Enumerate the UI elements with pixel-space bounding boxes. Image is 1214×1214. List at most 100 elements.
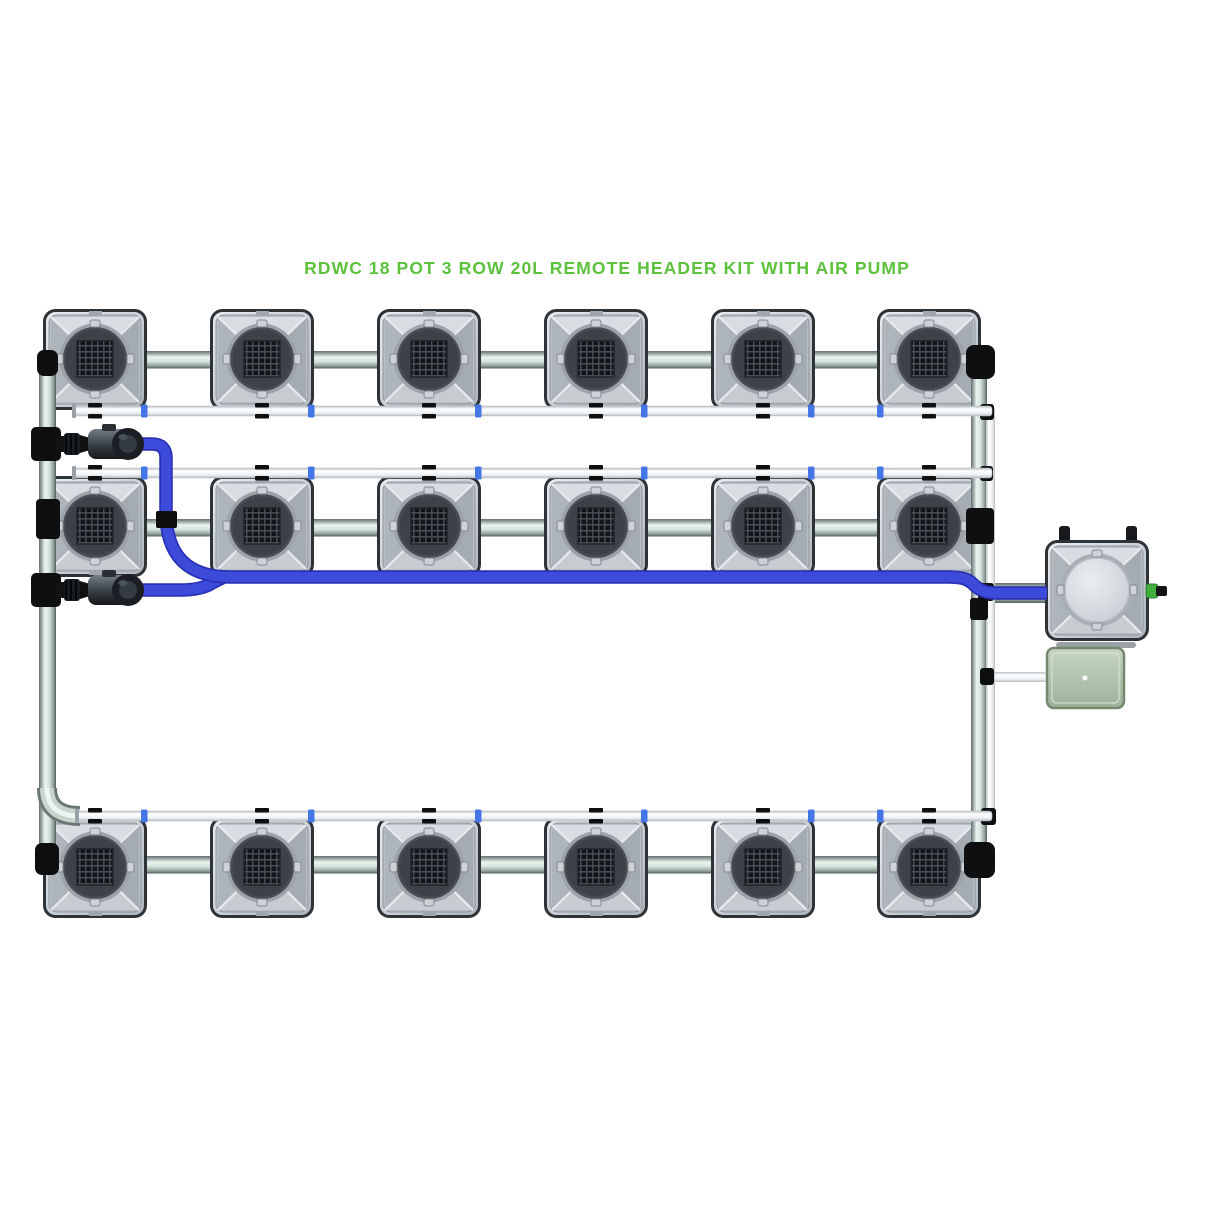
- delivery-tubing-layer: [140, 437, 1047, 600]
- manifold-coupler: [877, 466, 884, 480]
- pot-air-clip: [922, 403, 936, 408]
- manifold-end-cap: [72, 466, 76, 480]
- manifold-coupler: [308, 809, 315, 823]
- pot-air-clip: [756, 414, 770, 419]
- header-tank: [1045, 526, 1167, 648]
- pot-row3-col5: [711, 817, 815, 918]
- pot-air-clip: [88, 465, 102, 470]
- vessels-layer: [43, 309, 1167, 918]
- pot-row1-col1: [43, 309, 147, 410]
- pot-air-clip: [922, 465, 936, 470]
- pot-row2-col2: [210, 476, 314, 577]
- air-pump-line: [989, 672, 1047, 682]
- pump2-delivery-tube-core: [140, 572, 227, 595]
- elbow-fitting: [964, 842, 995, 878]
- manifold-coupler: [475, 809, 482, 823]
- return-pipes-layer: [48, 351, 1048, 874]
- return-pipe-row-3: [48, 856, 980, 874]
- pot-row1-col4: [544, 309, 648, 410]
- pot-row2-col3: [377, 476, 481, 577]
- pot-air-clip: [255, 819, 269, 824]
- pot-row2-col4: [544, 476, 648, 577]
- air-manifold-row-3: [76, 810, 993, 822]
- air-line-tee: [980, 668, 994, 685]
- pot-air-clip: [255, 403, 269, 408]
- manifold-coupler: [877, 404, 884, 418]
- pot-row3-col3: [377, 817, 481, 918]
- pot-row3-col1: [43, 817, 147, 918]
- pot-air-clip: [756, 465, 770, 470]
- pot-air-clip: [88, 819, 102, 824]
- tank-fitting-tip: [1156, 586, 1167, 596]
- air-manifold-row-2: [73, 467, 993, 479]
- pot-air-clip: [422, 414, 436, 419]
- pot-air-clip: [756, 476, 770, 481]
- pot-air-clip: [255, 476, 269, 481]
- tank-base-shadow: [1056, 642, 1136, 648]
- pot-row1-col3: [377, 309, 481, 410]
- pipe-coupler: [36, 499, 60, 539]
- vertical-pipes-layer: [37, 352, 995, 871]
- return-pipe-row-2: [48, 519, 980, 537]
- pot-air-clip: [88, 476, 102, 481]
- pot-air-clip: [756, 808, 770, 813]
- pot-air-clip: [422, 465, 436, 470]
- pot-air-clip: [589, 819, 603, 824]
- manifold-coupler: [141, 466, 148, 480]
- left-bottom-elbow-highlight: [44, 787, 81, 819]
- manifold-coupler: [475, 466, 482, 480]
- pot-row3-col4: [544, 817, 648, 918]
- tee-fitting: [31, 573, 61, 607]
- manifold-coupler: [808, 809, 815, 823]
- air-pump: [1045, 646, 1126, 710]
- pot-air-clip: [589, 808, 603, 813]
- return-pipe-row-1: [48, 351, 980, 369]
- pipe-coupler: [970, 598, 988, 620]
- elbow-fitting: [966, 345, 995, 379]
- pot-air-clip: [255, 808, 269, 813]
- pot-air-clip: [88, 403, 102, 408]
- manifold-coupler: [475, 404, 482, 418]
- pot-air-clip: [88, 808, 102, 813]
- pot-air-clip: [88, 414, 102, 419]
- air-manifold-row-1: [73, 405, 993, 417]
- pot-air-clip: [422, 403, 436, 408]
- pot-air-clip: [589, 403, 603, 408]
- manifold-coupler: [641, 809, 648, 823]
- pot-air-clip: [255, 465, 269, 470]
- pot-row2-col6: [877, 476, 981, 577]
- pot-air-clip: [255, 414, 269, 419]
- pot-row1-col6: [877, 309, 981, 410]
- manifold-coupler: [877, 809, 884, 823]
- manifold-end-cap: [75, 809, 79, 823]
- manifold-coupler: [308, 466, 315, 480]
- pot-air-clip: [922, 414, 936, 419]
- water-pump-1: [56, 423, 145, 461]
- pot-air-clip: [422, 819, 436, 824]
- tee-fitting: [31, 427, 61, 461]
- pot-row2-col5: [711, 476, 815, 577]
- right-air-riser: [986, 408, 995, 820]
- pot-air-clip: [756, 403, 770, 408]
- air-pump-led: [1082, 675, 1088, 681]
- pot-air-clip: [422, 808, 436, 813]
- manifold-coupler: [141, 404, 148, 418]
- manifold-end-cap: [72, 404, 76, 418]
- pot-air-clip: [922, 476, 936, 481]
- header-tank-body: [1045, 540, 1149, 641]
- left-vertical-pipe: [39, 352, 56, 868]
- tube-pipe-tee: [156, 511, 177, 528]
- pot-air-clip: [589, 414, 603, 419]
- manifold-coupler: [808, 404, 815, 418]
- manifold-coupler: [141, 809, 148, 823]
- pot-row1-col2: [210, 309, 314, 410]
- manifold-coupler: [308, 404, 315, 418]
- fittings-layer: [31, 345, 996, 878]
- pipe-coupler: [966, 508, 994, 544]
- main-delivery-tube-core: [140, 439, 1047, 598]
- clips-layer: [88, 403, 936, 824]
- pot-air-clip: [422, 476, 436, 481]
- air-manifolds-layer: [72, 404, 993, 823]
